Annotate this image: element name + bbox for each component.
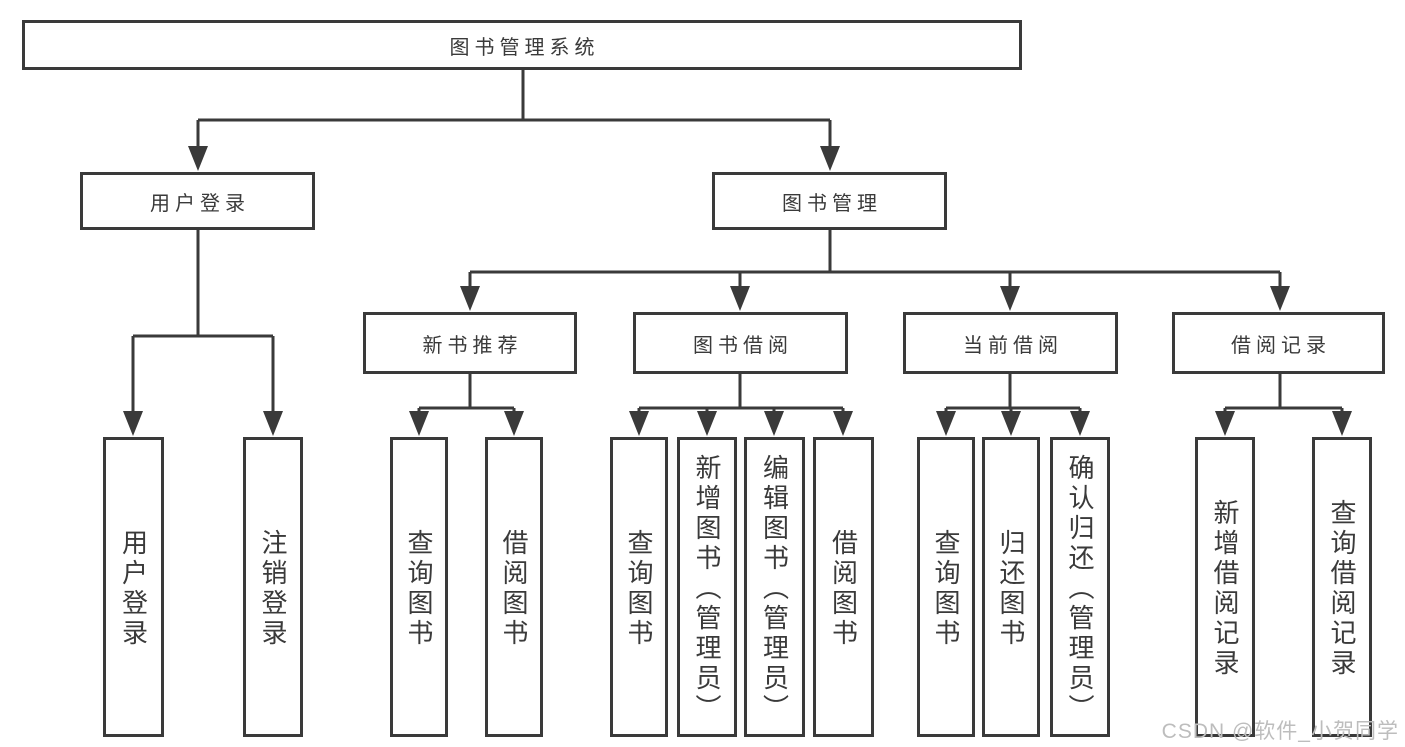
leaf-query-borrow-record: 查询借阅记录 — [1312, 437, 1372, 737]
leaf-label: 查询借阅记录 — [1327, 499, 1357, 679]
leaf-label: 注销登录 — [258, 529, 288, 649]
leaf-query-books: 查询图书 — [390, 437, 448, 737]
leaf-edit-books-admin: 编辑图书（管理员） — [744, 437, 805, 737]
leaf-query-books: 查询图书 — [917, 437, 975, 737]
leaf-label: 查询图书 — [931, 529, 961, 649]
node-label: 用户登录 — [150, 192, 250, 215]
leaf-label: 用户登录 — [118, 529, 149, 649]
connector-new-book — [417, 406, 516, 414]
leaf-query-books: 查询图书 — [610, 437, 668, 737]
leaf-label: 查询图书 — [624, 529, 654, 649]
arrowheads — [123, 146, 1352, 436]
node-user-login: 用户登录 — [80, 172, 315, 230]
node-book-management: 图书管理 — [712, 172, 947, 230]
connector-borrow-records — [1223, 406, 1344, 414]
connector-book-borrow — [637, 406, 845, 414]
node-label: 借阅记录 — [1231, 334, 1331, 357]
node-book-borrow: 图书借阅 — [633, 312, 848, 374]
leaf-label: 查询图书 — [404, 529, 434, 649]
node-borrow-records: 借阅记录 — [1172, 312, 1385, 374]
leaf-borrow-books: 借阅图书 — [485, 437, 543, 737]
leaf-confirm-return-admin: 确认归还（管理员） — [1050, 437, 1110, 737]
connector-root — [196, 70, 832, 150]
leaf-add-borrow-record: 新增借阅记录 — [1195, 437, 1255, 737]
node-label: 图书借阅 — [693, 334, 793, 357]
connector-user-login — [131, 230, 275, 414]
leaf-label: 编辑图书（管理员） — [759, 454, 790, 724]
leaf-return-books: 归还图书 — [982, 437, 1040, 737]
connector-book-management — [468, 230, 1282, 290]
leaf-label: 新增图书（管理员） — [692, 454, 722, 724]
leaf-label: 归还图书 — [996, 529, 1026, 649]
leaf-borrow-books: 借阅图书 — [813, 437, 874, 737]
node-label: 图书管理 — [782, 192, 882, 215]
node-label: 图书管理系统 — [449, 36, 600, 59]
leaf-logout: 注销登录 — [243, 437, 303, 737]
leaf-user-login: 用户登录 — [103, 437, 164, 737]
leaf-add-books-admin: 新增图书（管理员） — [677, 437, 737, 737]
connector-level3-stems — [468, 374, 1282, 408]
node-library-system: 图书管理系统 — [22, 20, 1022, 70]
leaf-label: 确认归还（管理员） — [1065, 454, 1095, 724]
node-new-book-recommend: 新书推荐 — [363, 312, 577, 374]
leaf-label: 新增借阅记录 — [1210, 499, 1240, 679]
node-label: 新书推荐 — [422, 334, 523, 357]
node-current-borrow: 当前借阅 — [903, 312, 1118, 374]
leaf-label: 借阅图书 — [828, 529, 859, 649]
leaf-label: 借阅图书 — [499, 529, 529, 649]
node-label: 当前借阅 — [963, 334, 1063, 357]
csdn-watermark: CSDN @软件_小贺同学 — [1161, 720, 1399, 743]
